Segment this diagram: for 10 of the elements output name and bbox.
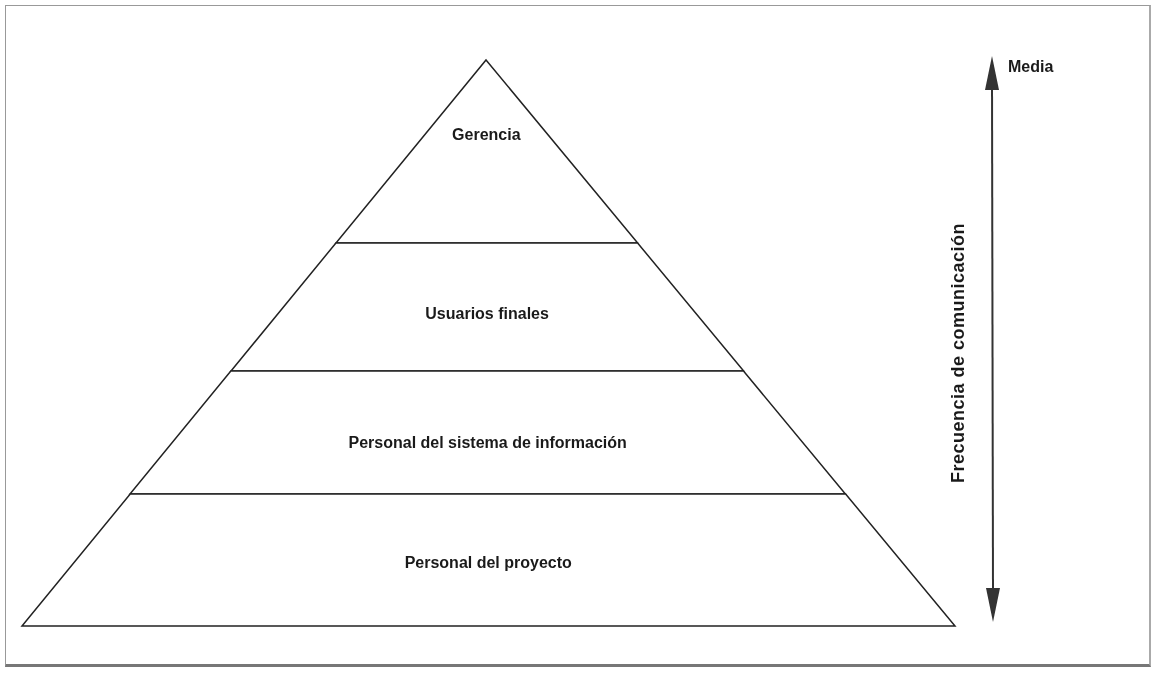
pyramid-tier [231, 243, 744, 371]
tier-label: Personal del proyecto [404, 554, 572, 572]
tier-label: Gerencia [452, 126, 521, 144]
scale-end-label: Media [1008, 58, 1054, 76]
axis-label: Frecuencia de comunicación [948, 221, 969, 485]
pyramid-tier [130, 371, 846, 494]
tier-label: Usuarios finales [425, 305, 549, 323]
pyramid-base-tier [22, 494, 955, 626]
pyramid-top-tier [335, 60, 638, 243]
tier-label: Personal del sistema de información [348, 434, 627, 452]
